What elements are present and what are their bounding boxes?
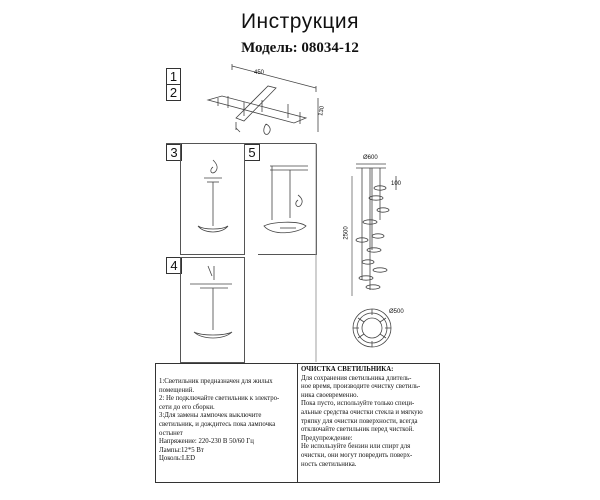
note-line: светильник, и дождитесь пока лампочка — [159, 420, 276, 428]
note-line: 2: Не подключайте светильник к электро- — [159, 395, 280, 403]
dim-diameter: Ø600 — [363, 155, 378, 161]
page-title: Инструкция — [240, 10, 360, 33]
note-line: Напряжение: 220-230 В 50/60 Гц — [159, 438, 254, 446]
cable-grip-icon — [210, 159, 218, 174]
step-label-4: 4 — [166, 257, 182, 274]
shade-tier-6 — [355, 237, 369, 243]
dim-small: 100 — [391, 181, 402, 187]
step-label-1-2: 1 2 — [166, 68, 181, 101]
notes-right-column: ОЧИСТКА СВЕТИЛЬНИКА:Для сохранения свети… — [298, 364, 439, 482]
note-line: Лампы:12*5 Вт — [159, 446, 204, 454]
note-line: Для сохранения светильника длитель- — [301, 374, 412, 382]
ceiling-frame-bar-1 — [206, 95, 308, 124]
dimension-line-width — [231, 65, 317, 89]
step-3-frame — [180, 144, 245, 255]
shade-tier-1 — [373, 185, 387, 191]
hook-detail — [295, 194, 303, 207]
shade-tier-2 — [368, 195, 384, 201]
shade-tier-11 — [365, 284, 381, 290]
dim-height: 2500 — [343, 226, 350, 240]
step-label-3: 3 — [166, 144, 182, 161]
note-line: альные средства очистки стекла и мягкую — [301, 408, 423, 416]
shade-tier-10 — [358, 275, 374, 281]
shade-tier-5 — [371, 233, 385, 239]
note-line: тряпку для очистки поверхности, всегда — [301, 417, 418, 425]
cleaning-notes: ОЧИСТКА СВЕТИЛЬНИКА:Для сохранения свети… — [298, 364, 439, 469]
note-line: сети до его сборки. — [159, 403, 215, 411]
note-line: Предупреждение: — [301, 434, 353, 442]
pendant-shade-4 — [193, 331, 233, 339]
note-line: ника своевременно. — [301, 391, 359, 399]
pendant-shade-detail — [263, 221, 307, 234]
step-4-frame — [180, 257, 245, 363]
step-number-2: 2 — [167, 84, 180, 100]
shade-tier-3 — [376, 207, 390, 213]
note-line: ОЧИСТКА СВЕТИЛЬНИКА: — [301, 366, 394, 373]
note-line: Пока пусто, используйте только специ- — [301, 400, 415, 408]
pendant-shade — [197, 225, 229, 233]
divider-top — [166, 143, 316, 145]
note-line: отключайте светильник перед чисткой. — [301, 426, 415, 434]
dim-frame-width: 450 — [254, 70, 265, 76]
note-line: ность светильника. — [301, 460, 357, 468]
note-line: Цоколь:LED — [159, 455, 196, 463]
dim-round-diameter: Ø500 — [389, 309, 404, 315]
note-line: 1:Светильник предназначен для жилых — [159, 378, 273, 385]
step-number-1: 1 — [169, 69, 178, 84]
note-line: Не используйте бензин или спирт для — [301, 443, 411, 451]
note-line: помещений. — [159, 386, 195, 394]
note-line: 3:Для замены лампочек выключите — [159, 412, 262, 420]
shade-tier-4 — [362, 219, 378, 225]
shade-tier-8 — [361, 259, 375, 265]
model-number: Модель: 08034-12 — [241, 40, 359, 56]
note-line: ное время, производите очистку светиль- — [301, 383, 421, 391]
step-5-frame — [258, 144, 317, 255]
ceiling-frame-bar-2 — [235, 85, 277, 122]
hanging-hook-detail — [263, 123, 271, 135]
shade-tier-9 — [372, 267, 388, 273]
note-line: остынет — [159, 429, 183, 437]
note-line: очистки, они могут повредить поверх- — [301, 451, 413, 459]
shade-tier-7 — [366, 247, 382, 253]
